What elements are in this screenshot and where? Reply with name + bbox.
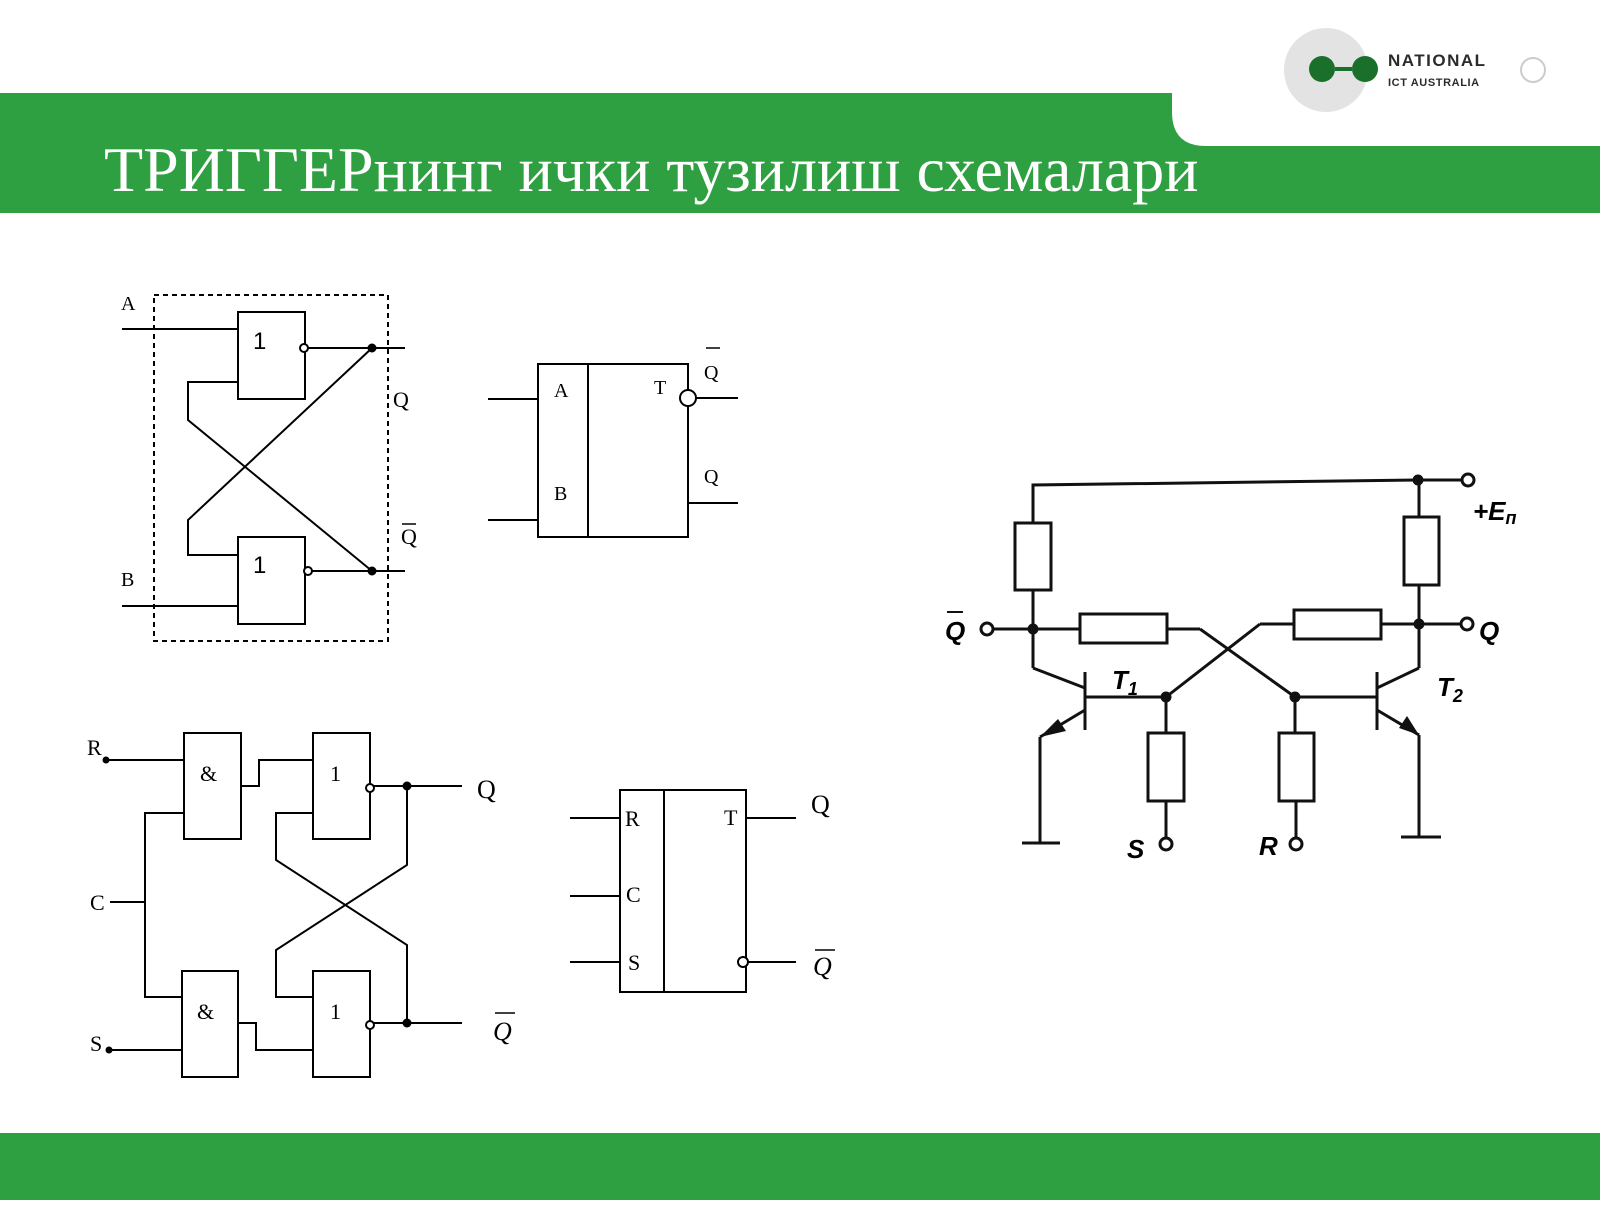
label-output-q: Q xyxy=(393,387,409,412)
resistor xyxy=(1277,731,1316,803)
pin-t-label: T xyxy=(724,805,738,830)
resistor xyxy=(1078,612,1169,645)
label-output-qbar: Q xyxy=(401,524,417,549)
label-input-s: S xyxy=(90,1031,102,1056)
inversion-bubble xyxy=(365,1020,375,1030)
t2-label: T2 xyxy=(1437,672,1463,706)
inversion-bubble xyxy=(299,343,309,353)
dashed-boundary xyxy=(153,294,389,642)
label-input-a: A xyxy=(121,293,136,315)
logo-text-national: NATIONAL xyxy=(1388,51,1487,70)
t1-label: T1 xyxy=(1112,665,1138,699)
label-output-q: Q xyxy=(811,790,830,819)
symbol-rcs-flipflop xyxy=(570,789,796,993)
gate-bottom xyxy=(237,536,306,625)
label-output-qbar: Q xyxy=(813,952,832,981)
label-input-c: C xyxy=(90,890,105,915)
and-gate-bottom xyxy=(181,970,239,1078)
gate-top-label: 1 xyxy=(253,328,266,355)
label-input-b: B xyxy=(121,569,134,591)
pin-s-label: S xyxy=(628,950,640,975)
input-s-terminal xyxy=(105,1046,113,1054)
logo-text-ict-australia: ICT AUSTRALIA xyxy=(1388,77,1480,89)
inversion-bubble xyxy=(365,783,375,793)
t2-label-sub: 2 xyxy=(1452,686,1463,706)
label-output-qbar: Q xyxy=(493,1017,512,1046)
input-s-terminal xyxy=(1158,836,1174,852)
transistor-flipflop-schematic xyxy=(979,472,1476,852)
label-output-q: Q xyxy=(477,775,496,804)
supply-label: +Eп xyxy=(1473,496,1517,528)
resistor xyxy=(1292,608,1383,641)
and-gate-top-label: & xyxy=(200,761,217,786)
nicta-logo: NATIONAL ICT AUSTRALIA xyxy=(1284,28,1546,112)
t1-label-sub: 1 xyxy=(1128,679,1138,699)
or-gate-top-label: 1 xyxy=(330,761,341,786)
label-input-s: S xyxy=(1127,834,1145,864)
supply-label-main: +E xyxy=(1473,496,1506,526)
inversion-bubble xyxy=(303,566,313,576)
diagram-clocked-flipflop xyxy=(106,732,462,1078)
t2-label-main: T xyxy=(1437,672,1455,702)
or-gate-top xyxy=(312,732,371,840)
label-input-r: R xyxy=(1259,831,1278,861)
input-r-terminal xyxy=(1288,836,1304,852)
diagram-nor-flipflop xyxy=(122,294,405,642)
resistor xyxy=(1013,521,1053,592)
symbol-ab-flipflop xyxy=(488,363,738,538)
pin-a-label: A xyxy=(554,380,569,402)
pin-t-label: T xyxy=(654,377,666,399)
pin-r-label: R xyxy=(625,806,640,831)
label-output-q: Q xyxy=(1479,616,1499,646)
input-r-terminal xyxy=(102,756,110,764)
label-output-qbar: Q xyxy=(945,616,965,646)
pin-c-label: C xyxy=(626,882,641,907)
title-band xyxy=(0,93,1600,213)
label-input-r: R xyxy=(87,735,102,760)
resistor xyxy=(1402,515,1441,587)
or-gate-bottom-label: 1 xyxy=(330,999,341,1024)
label-output-q: Q xyxy=(704,466,719,488)
supply-label-sub: п xyxy=(1506,508,1517,528)
gate-bottom-label: 1 xyxy=(253,552,266,579)
and-gate-top xyxy=(183,732,242,840)
emitter-arrow-t2 xyxy=(1399,716,1419,735)
slide-title: ТРИГГЕРнинг ички тузилиш схемалари xyxy=(104,134,1199,205)
resistor xyxy=(1146,731,1186,803)
inversion-bubble xyxy=(679,389,697,407)
inversion-bubble xyxy=(737,956,749,968)
supply-terminal xyxy=(1460,472,1476,488)
gate-top xyxy=(237,311,306,400)
t1-label-main: T xyxy=(1112,665,1130,695)
pin-b-label: B xyxy=(554,483,567,505)
label-output-qbar: Q xyxy=(704,362,719,384)
output-qbar-terminal xyxy=(979,621,995,637)
output-q-terminal xyxy=(1459,616,1475,632)
or-gate-bottom xyxy=(312,970,371,1078)
emitter-arrow-t1 xyxy=(1040,719,1066,737)
footer-band xyxy=(0,1133,1600,1200)
and-gate-bottom-label: & xyxy=(197,999,214,1024)
